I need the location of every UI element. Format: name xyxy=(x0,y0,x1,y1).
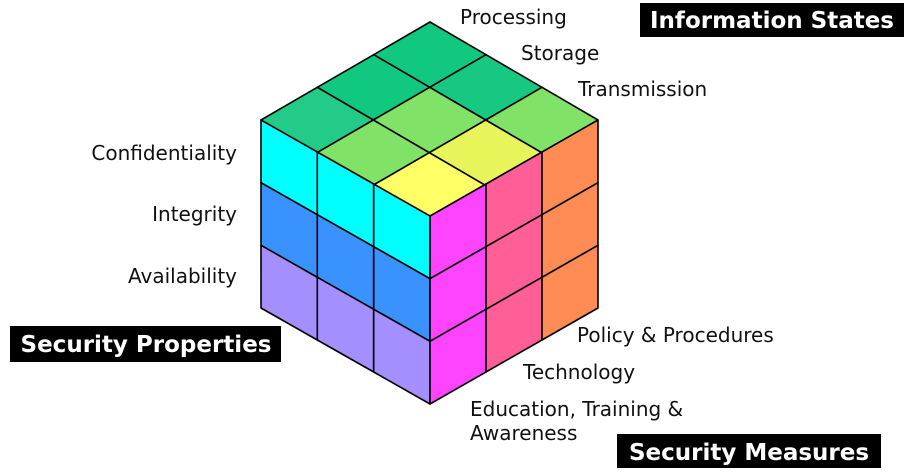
label-integrity: Integrity xyxy=(152,202,237,226)
security-measures-title: Security Measures xyxy=(629,440,869,466)
information-states-banner: Information States xyxy=(640,3,904,37)
label-processing: Processing xyxy=(460,5,567,29)
label-storage: Storage xyxy=(521,41,599,65)
mccumber-cube xyxy=(260,21,599,405)
label-technology: Technology xyxy=(522,360,635,384)
label-policy-procedures: Policy & Procedures xyxy=(577,323,774,347)
label-education-line1: Education, Training & xyxy=(470,397,683,421)
information-states-title: Information States xyxy=(650,8,894,34)
label-education-line2: Awareness xyxy=(470,421,577,445)
label-confidentiality: Confidentiality xyxy=(91,141,237,165)
security-measures-banner: Security Measures xyxy=(617,434,881,468)
security-properties-title: Security Properties xyxy=(21,332,272,358)
label-transmission: Transmission xyxy=(577,77,707,101)
security-properties-banner: Security Properties xyxy=(10,326,281,362)
label-availability: Availability xyxy=(128,264,237,288)
cube-side-cell xyxy=(541,244,599,341)
